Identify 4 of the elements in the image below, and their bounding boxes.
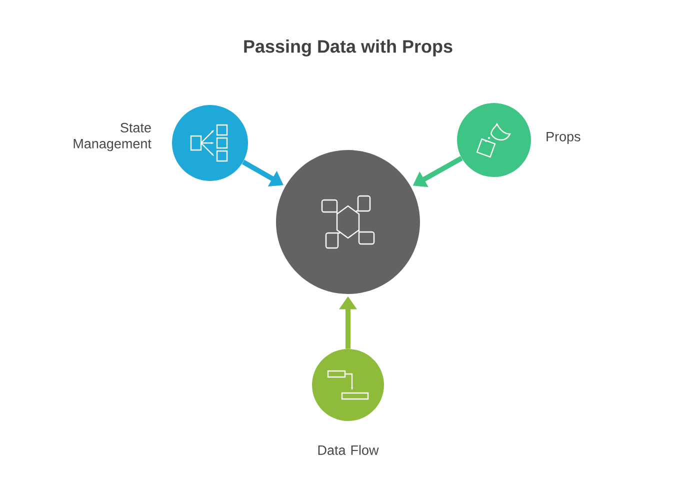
node-label: Data Flow: [318, 445, 379, 455]
node-label: State Management: [74, 122, 152, 152]
node-label: Props: [546, 132, 580, 144]
title: Passing Data with Props: [244, 40, 452, 56]
